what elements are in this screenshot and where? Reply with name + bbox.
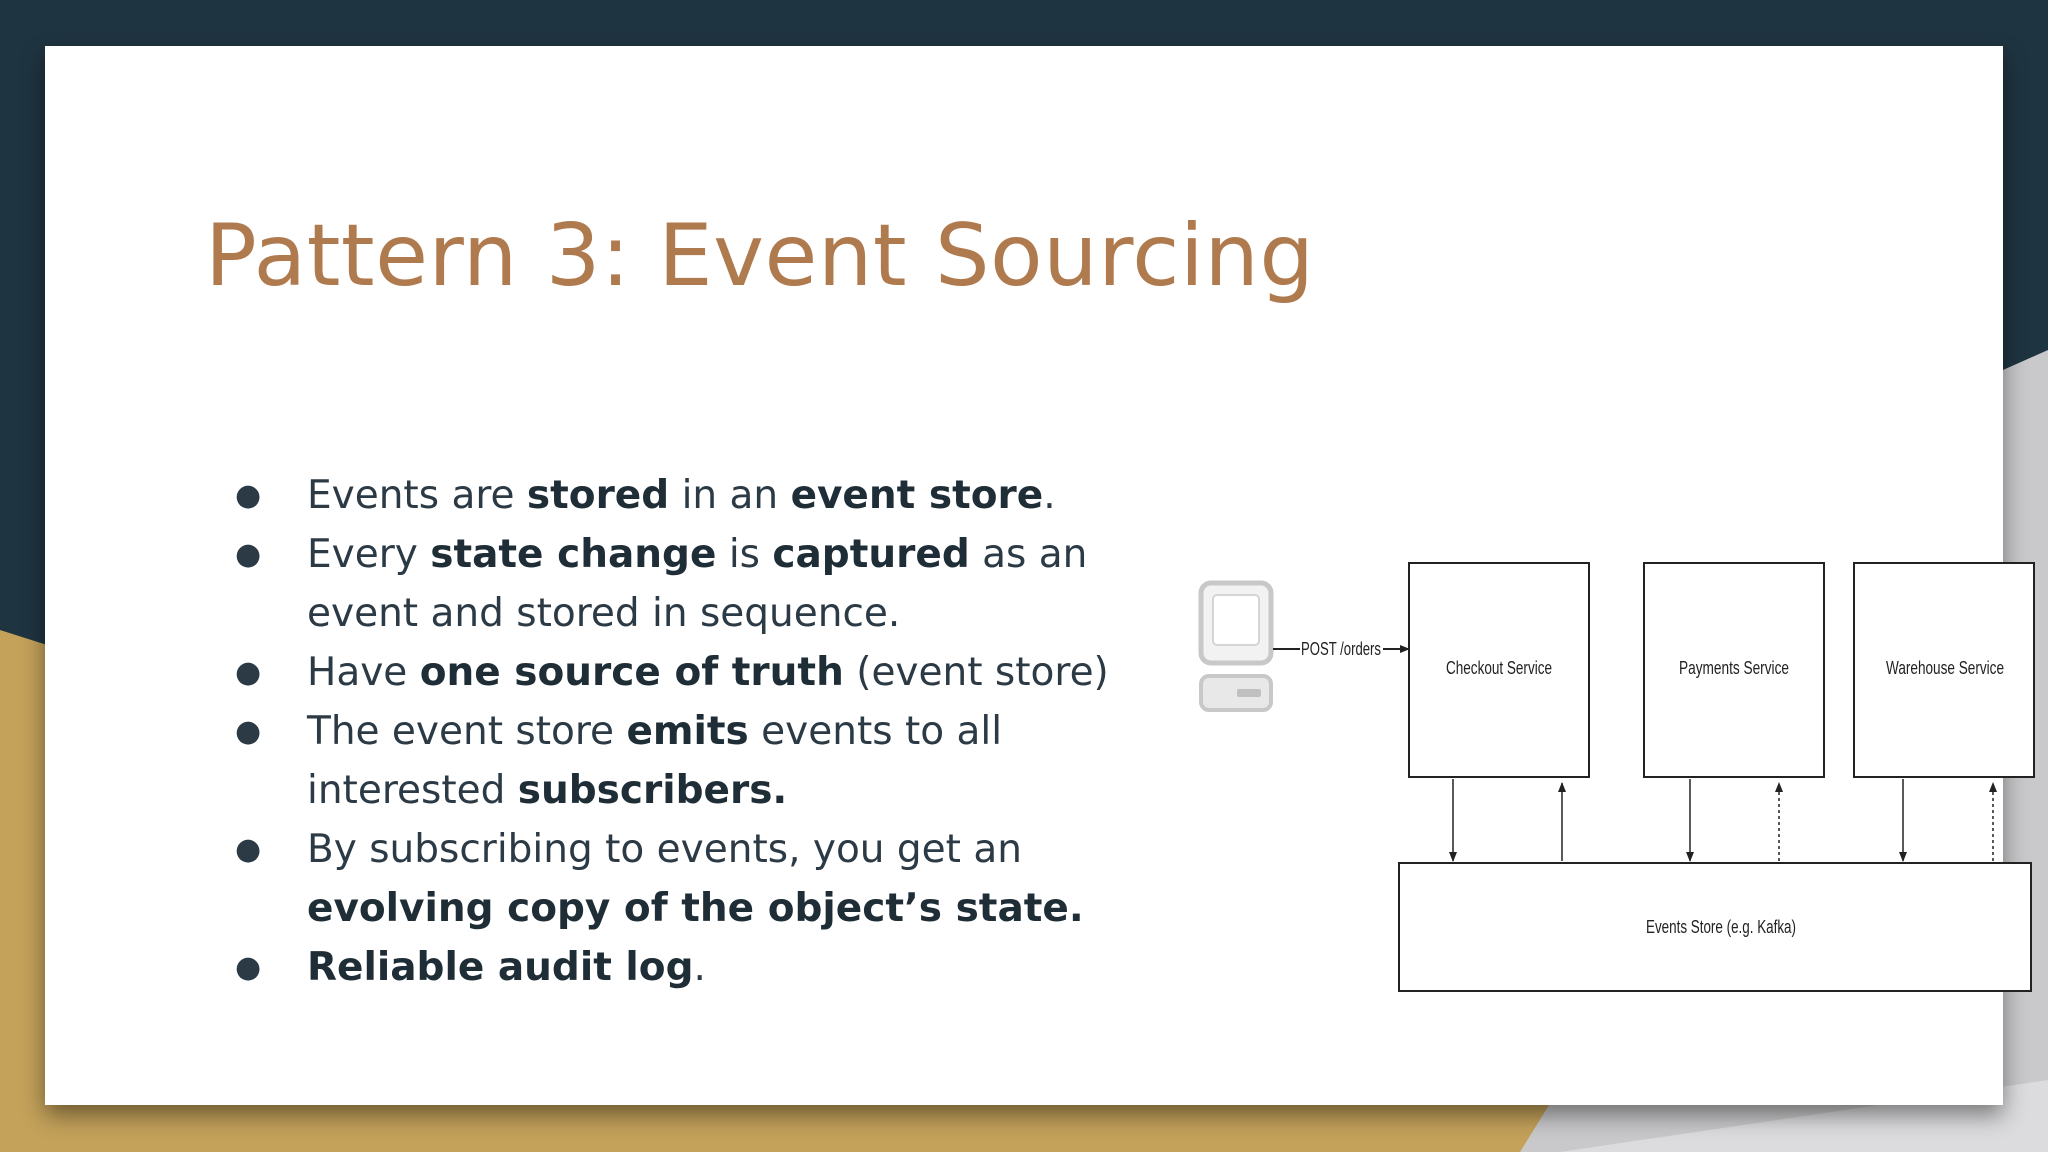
bullet-item: ● The event store emits events to all in…: [235, 702, 1195, 820]
bullet-dot-icon: ●: [235, 950, 262, 985]
checkout-service-box: Checkout Service: [1408, 562, 1590, 778]
slide-title: Pattern 3: Event Sourcing: [205, 206, 1315, 306]
payments-service-label: Payments Service: [1679, 658, 1789, 678]
events-store-box: Events Store (e.g. Kafka): [1398, 862, 2032, 992]
bullet-item: ● Every state change is captured as an e…: [235, 525, 1195, 643]
bullet-item: ● Events are stored in an event store.: [235, 466, 1195, 525]
bullet-dot-icon: ●: [235, 832, 262, 867]
architecture-diagram: POST /orders Checkout Service Payments S…: [1198, 562, 2035, 992]
bullet-dot-icon: ●: [235, 537, 262, 572]
computer-icon: [1198, 580, 1274, 712]
events-store-label: Events Store (e.g. Kafka): [1646, 917, 1796, 937]
bullet-item: ● Have one source of truth (event store): [235, 643, 1195, 702]
warehouse-service-label: Warehouse Service: [1886, 658, 2004, 678]
bullet-item: ● By subscribing to events, you get an e…: [235, 820, 1195, 938]
checkout-service-label: Checkout Service: [1446, 658, 1552, 678]
bullet-dot-icon: ●: [235, 655, 262, 690]
bullet-dot-icon: ●: [235, 478, 262, 513]
slide: Pattern 3: Event Sourcing ● Events are s…: [45, 46, 2035, 1105]
bullet-item: ● Reliable audit log.: [235, 938, 1195, 997]
bullet-dot-icon: ●: [235, 714, 262, 749]
flow-arrows: [1449, 779, 1997, 862]
bullet-list: ● Events are stored in an event store. ●…: [235, 466, 1195, 997]
payments-service-box: Payments Service: [1643, 562, 1825, 778]
warehouse-service-box: Warehouse Service: [1853, 562, 2035, 778]
post-orders-label: POST /orders: [1301, 639, 1381, 659]
